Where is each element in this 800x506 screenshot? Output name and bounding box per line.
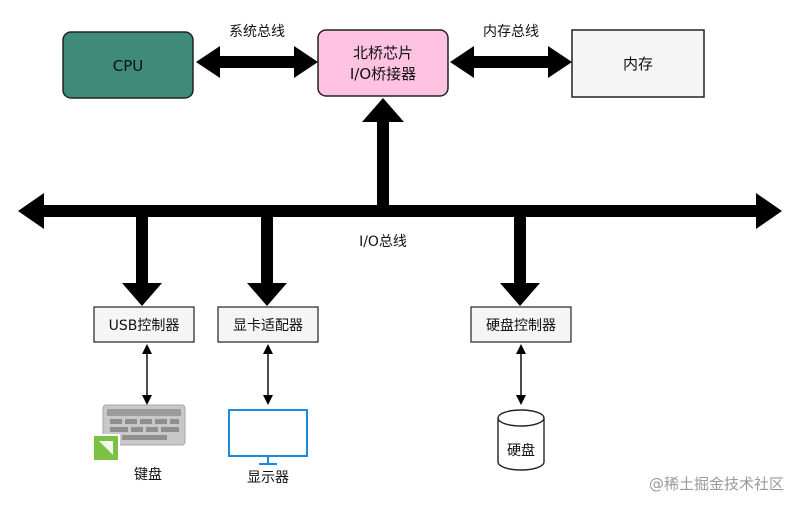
disk-label: 硬盘 bbox=[507, 442, 535, 459]
disk-down-arrow bbox=[500, 217, 540, 306]
graphics-display-link bbox=[263, 344, 273, 405]
system-bus-arrow bbox=[196, 46, 318, 78]
keyboard-icon bbox=[92, 404, 186, 462]
memory-node: 内存 bbox=[571, 29, 705, 98]
io-bus-arrow bbox=[18, 193, 782, 229]
system-bus-label: 系统总线 bbox=[229, 24, 285, 40]
usb-controller-label: USB控制器 bbox=[109, 318, 180, 334]
cpu-label: CPU bbox=[113, 57, 144, 75]
disk-controller-node: 硬盘控制器 bbox=[470, 306, 572, 343]
disk-icon: 硬盘 bbox=[497, 409, 545, 471]
cpu-node: CPU bbox=[62, 31, 194, 99]
disk-controller-label: 硬盘控制器 bbox=[486, 317, 556, 334]
memory-bus-label: 内存总线 bbox=[483, 24, 539, 40]
usb-down-arrow bbox=[122, 217, 162, 306]
memory-bus-arrow bbox=[450, 46, 572, 78]
usb-keyboard-link bbox=[142, 344, 152, 405]
northbridge-label-line1: 北桥芯片 bbox=[353, 44, 413, 62]
disk-controller-disk-link bbox=[516, 344, 526, 405]
keyboard-label: 键盘 bbox=[134, 466, 162, 483]
graphics-down-arrow bbox=[247, 217, 287, 306]
northbridge-node: 北桥芯片 I/O桥接器 bbox=[317, 29, 449, 97]
display-icon bbox=[228, 409, 308, 465]
memory-label: 内存 bbox=[623, 55, 653, 73]
graphics-adapter-node: 显卡适配器 bbox=[217, 306, 319, 343]
watermark-text: @稀土掘金技术社区 bbox=[649, 475, 784, 493]
graphics-adapter-label: 显卡适配器 bbox=[233, 318, 303, 334]
display-label: 显示器 bbox=[247, 470, 289, 486]
northbridge-io-link-arrow bbox=[362, 98, 404, 208]
northbridge-label-line2: I/O桥接器 bbox=[350, 65, 416, 83]
io-bus-label: I/O总线 bbox=[359, 234, 407, 250]
usb-controller-node: USB控制器 bbox=[93, 306, 195, 343]
